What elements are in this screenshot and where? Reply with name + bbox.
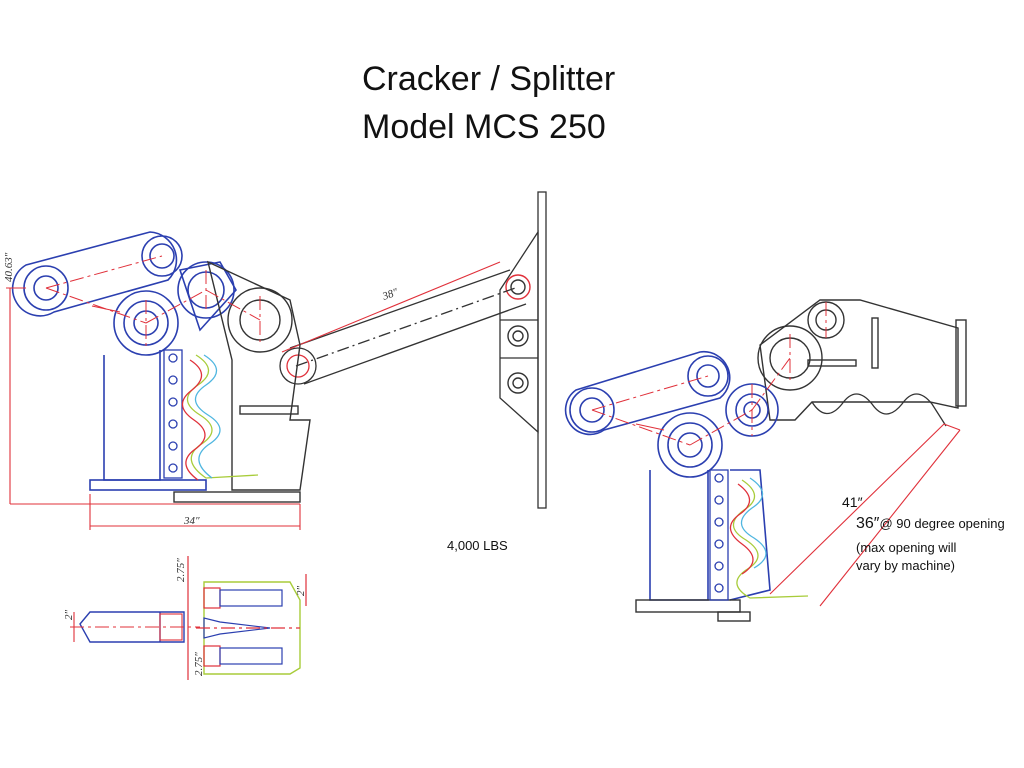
opening-size-line: 36″@ 90 degree opening [856, 515, 1005, 533]
tooth-profile-right [729, 477, 809, 599]
weight-label: 4,000 LBS [447, 538, 508, 553]
opening-note-line-2: vary by machine) [856, 558, 955, 573]
left-closed-view [6, 191, 547, 530]
centerlines-right [591, 302, 827, 446]
title-line-1: Cracker / Splitter [362, 60, 616, 98]
max-opening-label: 41″ [842, 494, 863, 510]
upper-jaw [757, 299, 967, 421]
jaw-housing-right [649, 383, 779, 601]
centerlines [45, 255, 261, 346]
tooth-column [163, 349, 183, 479]
spacing-bottom-label: 2.75″ [193, 652, 205, 676]
height-dimension-label: 40.63″ [3, 252, 15, 282]
tooth-profile [181, 354, 259, 481]
base-right [635, 599, 751, 622]
opening-angle: @ 90 degree opening [879, 516, 1005, 531]
arm-dimension-label: 38″ [380, 286, 400, 303]
title-line-2: Model MCS 250 [362, 108, 606, 146]
opening-dimension [769, 423, 961, 607]
right-open-view [564, 299, 967, 622]
arm-dimension [281, 261, 501, 353]
mounting-plate [499, 191, 547, 509]
boom-arm [279, 269, 527, 385]
top-link [11, 231, 183, 317]
opening-size: 36″ [856, 515, 880, 532]
tooth-detail-view [70, 556, 307, 680]
spacing-top-label: 2.75″ [175, 558, 187, 582]
base-dimension-label: 34″ [183, 515, 200, 527]
height-dimension [6, 287, 300, 505]
upper-teeth [811, 393, 947, 427]
tip-width-label: 2″ [63, 610, 75, 621]
tooth-column-right [709, 469, 729, 601]
side-width-label: 2″ [295, 586, 307, 597]
mounting-pins [505, 274, 531, 394]
base-dimension [89, 494, 301, 530]
moving-jaw [173, 260, 311, 503]
opening-note-line-1: (max opening will [856, 540, 957, 555]
top-link-right [564, 350, 731, 436]
